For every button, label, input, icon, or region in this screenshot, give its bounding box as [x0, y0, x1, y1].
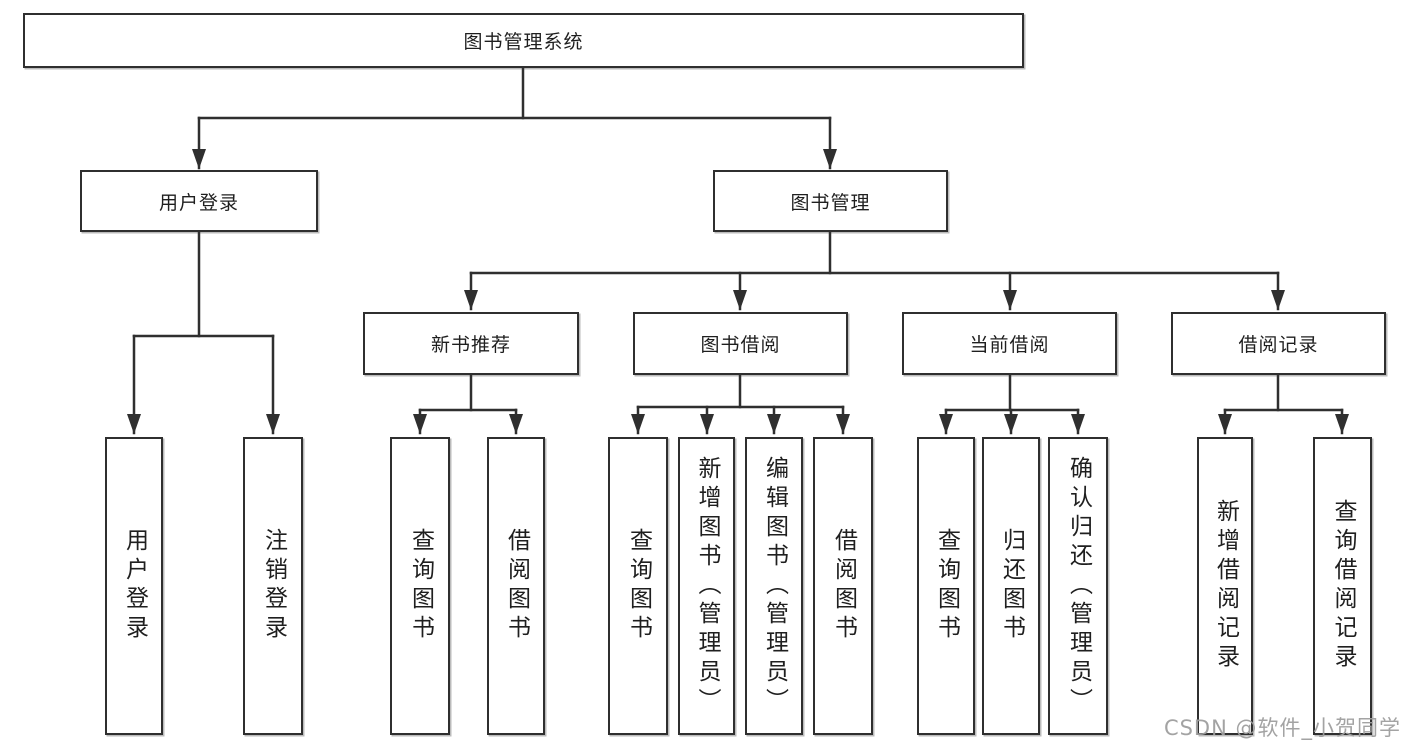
connector-user-login — [127, 230, 280, 435]
connector-root — [192, 66, 837, 170]
node-book-mgmt-label: 图书管理 — [790, 191, 871, 214]
node-bw-borrow: 借阅图书 — [813, 437, 873, 735]
node-leaf-user-login: 用户登录 — [105, 437, 163, 735]
node-bw-edit-label: 编辑图书（管理员） — [761, 455, 788, 717]
node-nb-query: 查询图书 — [390, 437, 450, 735]
node-leaf-logout-label: 注销登录 — [260, 528, 287, 644]
node-cu-return: 归还图书 — [982, 437, 1040, 735]
node-re-query: 查询借阅记录 — [1313, 437, 1372, 735]
node-bw-edit: 编辑图书（管理员） — [745, 437, 803, 735]
connector-borrow — [631, 373, 850, 435]
node-bw-add: 新增图书（管理员） — [678, 437, 735, 735]
node-re-add-label: 新增借阅记录 — [1212, 499, 1239, 673]
node-nb-borrow-label: 借阅图书 — [503, 528, 530, 644]
node-nb-query-label: 查询图书 — [407, 528, 434, 644]
connector-records — [1218, 373, 1349, 435]
node-leaf-logout: 注销登录 — [243, 437, 303, 735]
node-user-login-label: 用户登录 — [158, 191, 239, 214]
node-records-label: 借阅记录 — [1238, 334, 1319, 356]
node-records: 借阅记录 — [1171, 312, 1386, 375]
node-re-add: 新增借阅记录 — [1197, 437, 1253, 735]
node-bw-borrow-label: 借阅图书 — [830, 528, 857, 644]
node-cu-confirm-label: 确认归还（管理员） — [1065, 455, 1092, 717]
connector-book-mgmt — [464, 230, 1285, 311]
node-new-book-label: 新书推荐 — [430, 334, 511, 356]
node-current-label: 当前借阅 — [969, 334, 1050, 356]
node-re-query-label: 查询借阅记录 — [1330, 499, 1356, 673]
node-new-book: 新书推荐 — [363, 312, 579, 375]
node-cu-query: 查询图书 — [917, 437, 975, 735]
node-nb-borrow: 借阅图书 — [487, 437, 545, 735]
node-cu-confirm: 确认归还（管理员） — [1048, 437, 1108, 735]
node-leaf-user-login-label: 用户登录 — [121, 528, 148, 644]
node-cu-query-label: 查询图书 — [933, 528, 960, 644]
node-borrow: 图书借阅 — [633, 312, 848, 375]
node-bw-add-label: 新增图书（管理员） — [694, 455, 720, 717]
node-cu-return-label: 归还图书 — [998, 528, 1025, 644]
node-bw-query-label: 查询图书 — [625, 528, 652, 644]
csdn-watermark: CSDN @软件_小贺同学 — [1163, 716, 1401, 740]
node-current: 当前借阅 — [902, 312, 1117, 375]
connector-current — [939, 373, 1085, 435]
node-borrow-label: 图书借阅 — [700, 334, 781, 356]
node-root-label: 图书管理系统 — [463, 31, 584, 53]
node-book-mgmt: 图书管理 — [713, 170, 948, 232]
node-root: 图书管理系统 — [23, 13, 1024, 68]
node-bw-query: 查询图书 — [608, 437, 668, 735]
connector-new-book — [413, 373, 523, 435]
node-user-login: 用户登录 — [80, 170, 318, 232]
